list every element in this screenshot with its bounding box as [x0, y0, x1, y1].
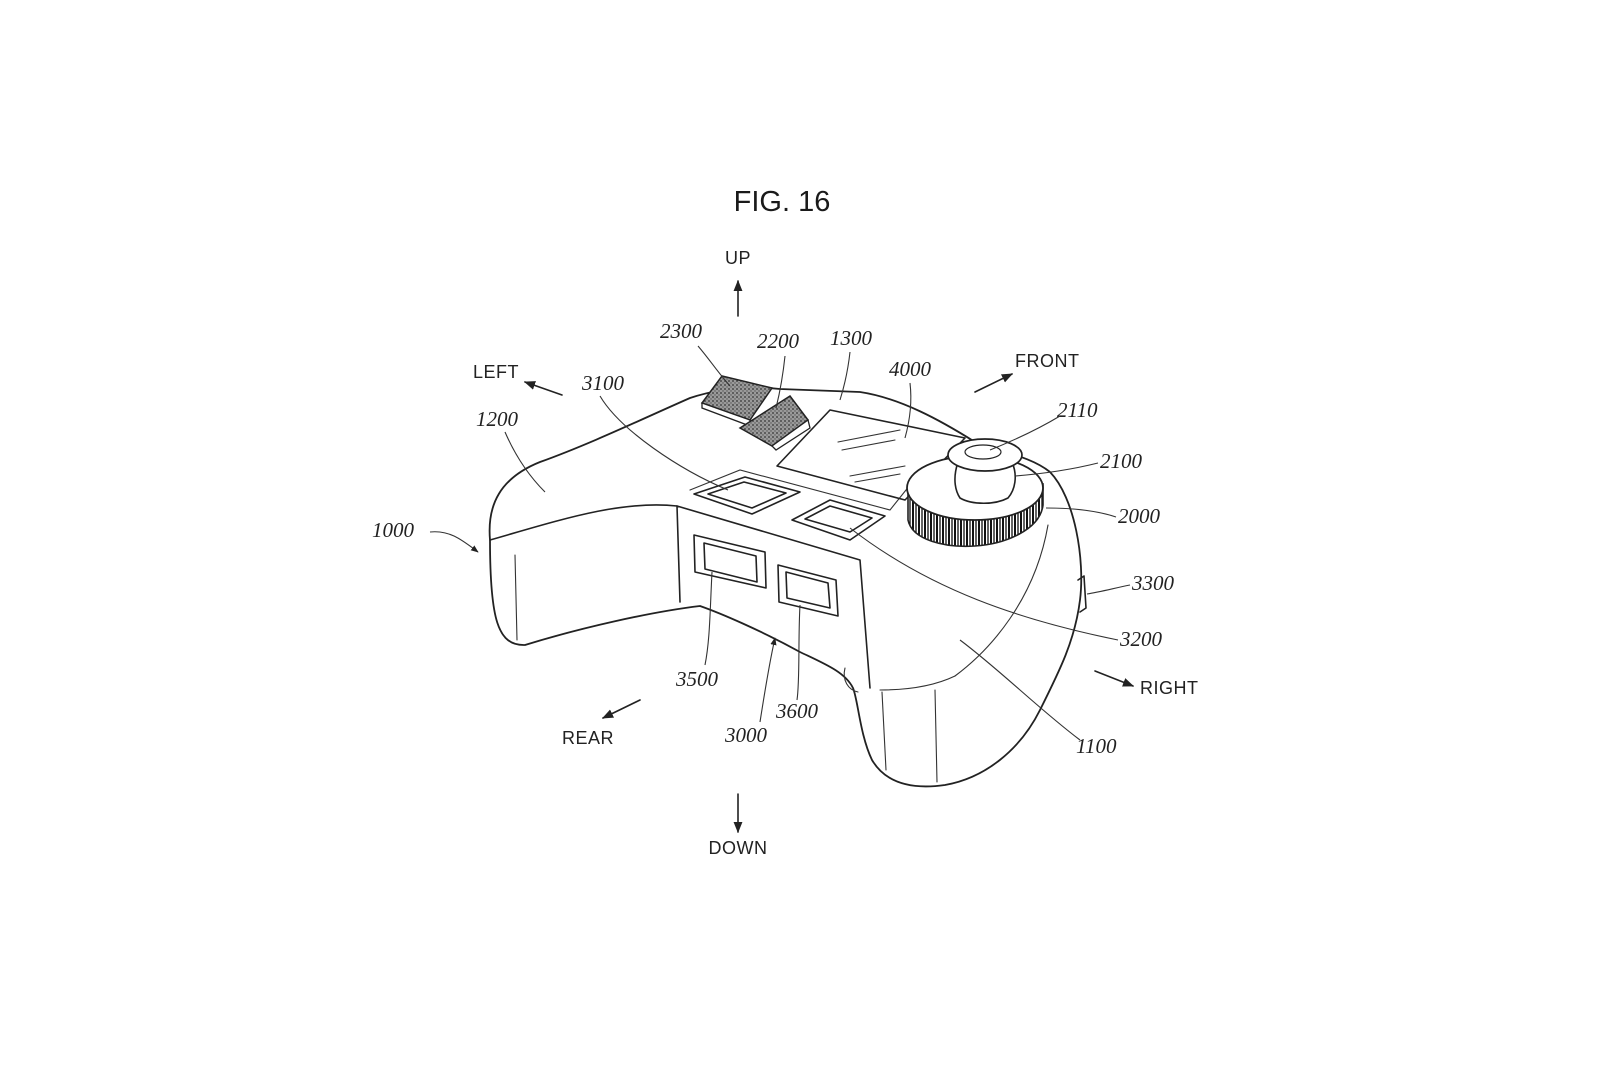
ref-label-3600: 3600 [775, 699, 819, 723]
rear-arrow-icon [601, 699, 641, 719]
reference-numeral-3200: 3200 [849, 527, 1163, 651]
reference-numeral-3100: 3100 [581, 371, 729, 491]
direction-up-label: UP [725, 248, 751, 268]
right-grip-contour [954, 524, 1049, 677]
reference-numeral-1100: 1100 [959, 639, 1117, 758]
direction-up-indicator: UP [725, 248, 751, 317]
ref-label-2100: 2100 [1100, 449, 1143, 473]
reference-numeral-2110: 2110 [989, 398, 1098, 451]
ref-label-1200: 1200 [476, 407, 519, 431]
right-arrow-icon [1094, 670, 1135, 687]
rear-port-3600 [777, 564, 839, 617]
top-plateau-seam [689, 469, 911, 511]
trigger-2200 [738, 394, 811, 451]
reference-numeral-3300: 3300 [1086, 571, 1175, 595]
direction-left-indicator: LEFT [473, 362, 563, 396]
ref-label-1300: 1300 [830, 326, 873, 350]
ref-label-4000: 4000 [889, 357, 932, 381]
right-grip-panel-line [879, 675, 956, 691]
top-port-3100 [693, 476, 801, 515]
ref-label-3500: 3500 [675, 667, 719, 691]
direction-right-label: RIGHT [1140, 678, 1199, 698]
right-grip-vertical-line [881, 689, 938, 783]
direction-right-indicator: RIGHT [1094, 670, 1199, 698]
ref-label-2200: 2200 [757, 329, 800, 353]
ref-label-2000: 2000 [1118, 504, 1161, 528]
left-grip-panel-line [514, 554, 518, 641]
direction-rear-label: REAR [562, 728, 614, 748]
top-port-3200 [791, 499, 886, 541]
left-arrow-icon [523, 381, 563, 396]
left-grip-edge [489, 504, 678, 541]
touchpad-4000 [776, 409, 966, 501]
ref-label-2110: 2110 [1057, 398, 1098, 422]
ref-label-3100: 3100 [581, 371, 625, 395]
reference-numeral-2100: 2100 [1014, 449, 1143, 477]
ref-label-1000: 1000 [372, 518, 415, 542]
ref-label-3300: 3300 [1131, 571, 1175, 595]
grip-notch [843, 667, 859, 693]
ref-label-1100: 1100 [1076, 734, 1117, 758]
reference-numeral-3000: 3000 [724, 637, 777, 747]
reference-numeral-3600: 3600 [775, 604, 819, 723]
direction-front-indicator: FRONT [974, 351, 1080, 393]
rear-port-3500 [693, 534, 767, 589]
reference-numeral-1200: 1200 [476, 407, 546, 493]
reference-numeral-4000: 4000 [889, 357, 932, 439]
figure-title: FIG. 16 [734, 186, 831, 218]
controller-drawing [488, 375, 1087, 788]
reference-numeral-1000: 1000 [372, 518, 479, 553]
ref-label-2300: 2300 [660, 319, 703, 343]
ref-label-3200: 3200 [1119, 627, 1163, 651]
rear-side-face [676, 505, 871, 689]
reference-numeral-1300: 1300 [830, 326, 873, 401]
direction-front-label: FRONT [1015, 351, 1080, 371]
ref-label-3000: 3000 [724, 723, 768, 747]
side-button-3300 [1077, 575, 1087, 613]
reference-numeral-2300: 2300 [660, 319, 731, 387]
reference-numeral-2200: 2200 [757, 329, 800, 409]
direction-rear-indicator: REAR [562, 699, 641, 748]
reference-numeral-3500: 3500 [675, 571, 719, 691]
front-arrow-icon [974, 373, 1014, 393]
direction-down-label: DOWN [709, 838, 768, 858]
joystick-2100 [947, 438, 1023, 505]
direction-down-indicator: DOWN [709, 793, 768, 858]
direction-left-label: LEFT [473, 362, 519, 382]
reference-numeral-2000: 2000 [1045, 504, 1161, 528]
